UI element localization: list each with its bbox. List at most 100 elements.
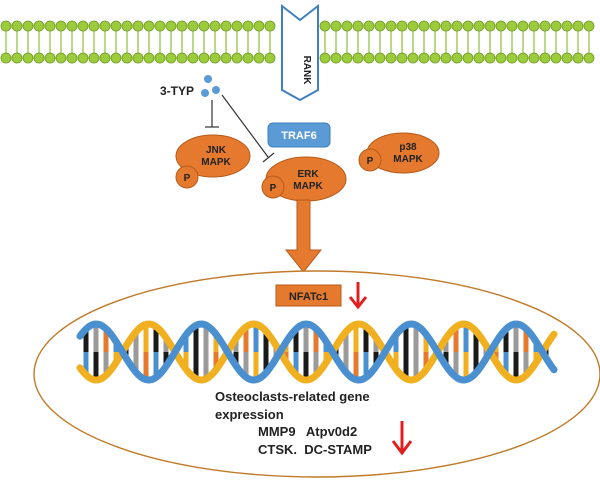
lipid-head [517,20,529,32]
base-pair [83,329,89,352]
base-pair [163,352,169,367]
base-pair [263,331,269,352]
lipid-head [77,52,89,64]
down-arrow-icon [391,421,413,456]
lipid-head [484,20,496,32]
lipid-head [473,52,485,64]
lipid-head [264,52,276,64]
base-pair [203,352,209,379]
base-pair [373,352,379,367]
base-pair [303,352,309,380]
base-pair [513,352,519,380]
lipid-head [374,52,386,64]
base-pair [423,352,429,370]
traf6-label: TRAF6 [281,130,316,142]
signal-arrow [284,199,323,273]
lipid-head [506,52,518,64]
lipid-head [22,52,34,64]
lipid-head [176,52,188,64]
lipid-head [132,52,144,64]
lipid-head [88,52,100,64]
base-pair [303,324,309,352]
base-pair [503,329,509,352]
inhibition-to-jnk [205,100,219,128]
lipid-head [539,20,551,32]
drug-3typ: 3-TYP [160,75,220,98]
lipid-head [165,52,177,64]
lipid-head [22,20,34,32]
lipid-head [231,52,243,64]
base-pair [403,325,409,352]
base-pair [183,352,189,370]
lipid-head [253,52,265,64]
base-pair [213,352,219,370]
lipid-head [561,52,573,64]
base-pair [93,324,99,352]
lipid-head [583,52,595,64]
lipid-head [132,20,144,32]
lipid-head [572,52,584,64]
lipid-head [495,52,507,64]
lipid-head [418,20,430,32]
lipid-head [352,20,364,32]
base-pair [353,324,359,352]
dna-helix [76,320,558,384]
lipid-head [264,20,276,32]
lipid-head [253,20,265,32]
lipid-head [528,52,540,64]
lipid-head [33,52,45,64]
lipid-head [143,52,155,64]
lipid-head [363,20,375,32]
lipid-head [0,20,12,32]
base-pair [463,352,469,380]
lipid-head [374,20,386,32]
genes-line2: CTSK. DC-STAMP [258,442,372,457]
lipid-head [396,52,408,64]
p38-label-line2: MAPK [393,154,423,165]
lipid-head [550,20,562,32]
dna-strand-yellow [76,320,558,384]
lipid-head [440,52,452,64]
lipid-head [539,52,551,64]
lipid-head [517,52,529,64]
lipid-head [429,20,441,32]
base-pair [293,352,299,375]
lipid-head [209,20,221,32]
nfatc1-label: NFATc1 [289,291,328,303]
base-pair [513,324,519,352]
down-arrow-icon [348,282,368,310]
base-pair [183,334,189,352]
base-pair [103,352,109,376]
base-pair [443,338,449,352]
lipid-head [0,52,12,64]
erk-phospho-label: P [270,183,277,194]
lipid-head [231,20,243,32]
lipid-head [110,20,122,32]
jnk-mapk-node: JNK MAPK P [175,134,251,189]
base-pair [163,337,169,352]
lipid-head [506,20,518,32]
base-pair [473,352,479,373]
base-pair [413,352,419,379]
lipid-head [462,20,474,32]
base-pair [243,352,249,378]
lipid-head [341,52,353,64]
dna-strand-blue [76,320,558,384]
base-pair [233,352,239,366]
base-pair [503,352,509,375]
base-pair [193,352,199,379]
base-pair [463,324,469,352]
lipid-head [330,20,342,32]
lipid-head [451,20,463,32]
lipid-head [165,20,177,32]
lipid-head [352,52,364,64]
rank-receptor: RANK [281,3,319,102]
lipid-head [528,20,540,32]
lipid-head [429,52,441,64]
erk-mapk-node: ERK MAPK P [261,156,347,202]
base-pair [143,324,149,352]
lipid-head [55,52,67,64]
lipid-head [418,52,430,64]
base-pair [153,352,159,378]
